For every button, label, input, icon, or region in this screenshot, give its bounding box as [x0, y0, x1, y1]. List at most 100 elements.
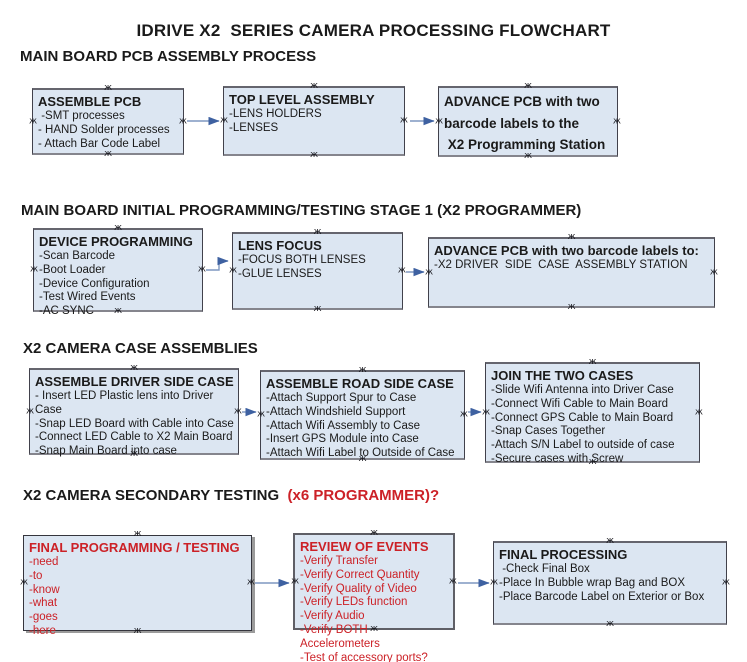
box-item: -Attach Windshield Support	[266, 405, 406, 418]
connection-anchor-icon: ж	[313, 227, 322, 237]
connection-anchor-icon: ж	[605, 536, 615, 546]
connection-anchor-icon: ж	[694, 407, 703, 417]
box-item: -Insert GPS Module into Case	[266, 433, 419, 446]
connection-anchor-icon: ж	[523, 81, 533, 91]
connection-anchor-icon: ж	[490, 577, 499, 588]
box-item: -Attach Support Spur to Case	[266, 392, 417, 404]
box-item: -AC SYNC	[39, 305, 94, 318]
box-item: -X2 DRIVER SIDE CASE ASSEMBLY STATION	[434, 259, 688, 271]
box-item: -Verify LEDs function	[300, 596, 408, 609]
box-title-line: barcode labels to the	[444, 115, 580, 131]
connection-anchor-icon: ж	[26, 406, 35, 416]
connection-anchor-icon: ж	[309, 150, 319, 160]
section-heading-case-assemblies: X2 CAMERA CASE ASSEMBLIES	[23, 340, 258, 357]
connection-anchor-icon: ж	[482, 407, 491, 417]
connection-anchor-icon: ж	[246, 577, 255, 588]
section-heading-pcb-assembly: MAIN BOARD PCB ASSEMBLY PROCESS	[20, 48, 317, 65]
box-title: LENS FOCUS	[238, 238, 322, 253]
connection-anchor-icon: ж	[291, 576, 300, 586]
box-item: -Test Wired Events	[39, 291, 136, 304]
box-item: -to	[29, 569, 43, 582]
connection-anchor-icon: ж	[567, 302, 576, 312]
connection-anchor-icon: ж	[20, 577, 29, 588]
connection-anchor-icon: ж	[257, 409, 266, 420]
connection-anchor-icon: ж	[113, 223, 123, 233]
box-item: - Insert LED Plastic lens into Driver Ca…	[35, 390, 217, 416]
connection-anchor-icon: ж	[30, 264, 39, 275]
connection-anchor-icon: ж	[103, 83, 113, 93]
box-title: ASSEMBLE ROAD SIDE CASE	[266, 376, 454, 391]
box-item: -Attach Wifi Assembly to Case	[266, 419, 421, 432]
box-item: -Verify BOTH Accelerometers	[300, 623, 380, 650]
box-item-overflowing: -Test of accessory ports?	[300, 651, 428, 662]
box-lens-focus: ж ж ж ж LENS FOCUS -FOCUS BOTH LENSES -GLUE…	[229, 228, 406, 314]
box-item: -Verify Transfer	[300, 555, 378, 567]
box-item: -Connect Wifi Cable to Main Board	[491, 397, 669, 410]
box-title: DEVICE PROGRAMMING	[39, 234, 193, 249]
box-item: -Scan Barcode	[39, 250, 116, 262]
connection-anchor-icon: ж	[612, 116, 621, 126]
section-heading-initial-programming: MAIN BOARD INITIAL PROGRAMMING/TESTING S…	[21, 202, 582, 219]
box-item: -Snap Cases Together	[491, 425, 606, 438]
box-item: -Place In Bubble wrap Bag and BOX	[499, 576, 686, 589]
connection-anchor-icon: ж	[129, 363, 139, 373]
box-title: FINAL PROCESSING	[499, 547, 628, 562]
connection-anchor-icon: ж	[220, 115, 229, 126]
box-item: -here	[29, 624, 56, 637]
box-item: -Device Configuration	[39, 277, 150, 290]
connection-anchor-icon: ж	[709, 267, 718, 277]
box-item: -Check Final Box	[499, 563, 590, 575]
connection-anchor-icon: ж	[397, 265, 406, 276]
connection-anchor-icon: ж	[309, 81, 319, 91]
box-item: -Verify Correct Quantity	[300, 568, 420, 581]
connection-anchor-icon: ж	[588, 357, 597, 367]
box-item: -Slide Wifi Antenna into Driver Case	[491, 384, 674, 396]
box-title: ASSEMBLE PCB	[38, 94, 142, 109]
connection-anchor-icon: ж	[425, 267, 434, 277]
box-item: -LENSES	[229, 121, 279, 134]
connection-anchor-icon: ж	[233, 406, 242, 416]
connection-anchor-icon: ж	[459, 409, 468, 420]
connection-anchor-icon: ж	[567, 232, 576, 242]
box-item: -need	[29, 556, 59, 568]
connection-anchor-icon: ж	[721, 577, 730, 588]
box-title: FINAL PROGRAMMING / TESTING	[29, 540, 240, 555]
section-heading-red-part: (x6 PROGRAMMER)?	[287, 487, 440, 504]
box-title: ADVANCE PCB with two barcode labels to:	[434, 243, 699, 258]
box-title: TOP LEVEL ASSEMBLY	[229, 92, 375, 107]
flow-arrow	[206, 256, 229, 271]
box-title: REVIEW OF EVENTS	[300, 539, 429, 554]
connection-anchor-icon: ж	[29, 116, 38, 126]
box-item: -know	[29, 583, 60, 596]
box-title-line: ADVANCE PCB with two	[444, 94, 600, 109]
box-item: -Connect LED Cable to X2 Main Board	[35, 431, 233, 444]
box-item: -Boot Loader	[39, 263, 106, 276]
box-item: -Snap Main Board into case	[35, 445, 177, 458]
section-heading-secondary-testing: X2 CAMERA SECONDARY TESTING (x6 PROGRAMM…	[23, 487, 439, 504]
box-item: - Attach Bar Code Label	[38, 137, 161, 150]
box-title-line: X2 Programming Station	[444, 137, 606, 152]
connection-anchor-icon: ж	[369, 528, 379, 538]
connection-anchor-icon: ж	[435, 116, 444, 126]
box-item: -GLUE LENSES	[238, 267, 322, 280]
page-title: IDRIVE X2 SERIES CAMERA PROCESSING FLOWC…	[136, 21, 611, 40]
connection-anchor-icon: ж	[313, 304, 322, 314]
connection-anchor-icon: ж	[133, 529, 142, 539]
box-item: -SMT processes	[38, 110, 125, 122]
box-item: -Verify Audio	[300, 610, 365, 623]
box-item: -Snap LED Board with Cable into Case	[35, 417, 234, 430]
connection-anchor-icon: ж	[229, 265, 238, 276]
box-item: -what	[29, 597, 58, 610]
box-item: -FOCUS BOTH LENSES	[238, 254, 366, 266]
box-item: -Attach Wifi Label to Outside of Case	[266, 447, 455, 460]
box-item: -Attach S/N Label to outside of case	[491, 439, 675, 452]
box-item: -goes	[29, 611, 58, 624]
